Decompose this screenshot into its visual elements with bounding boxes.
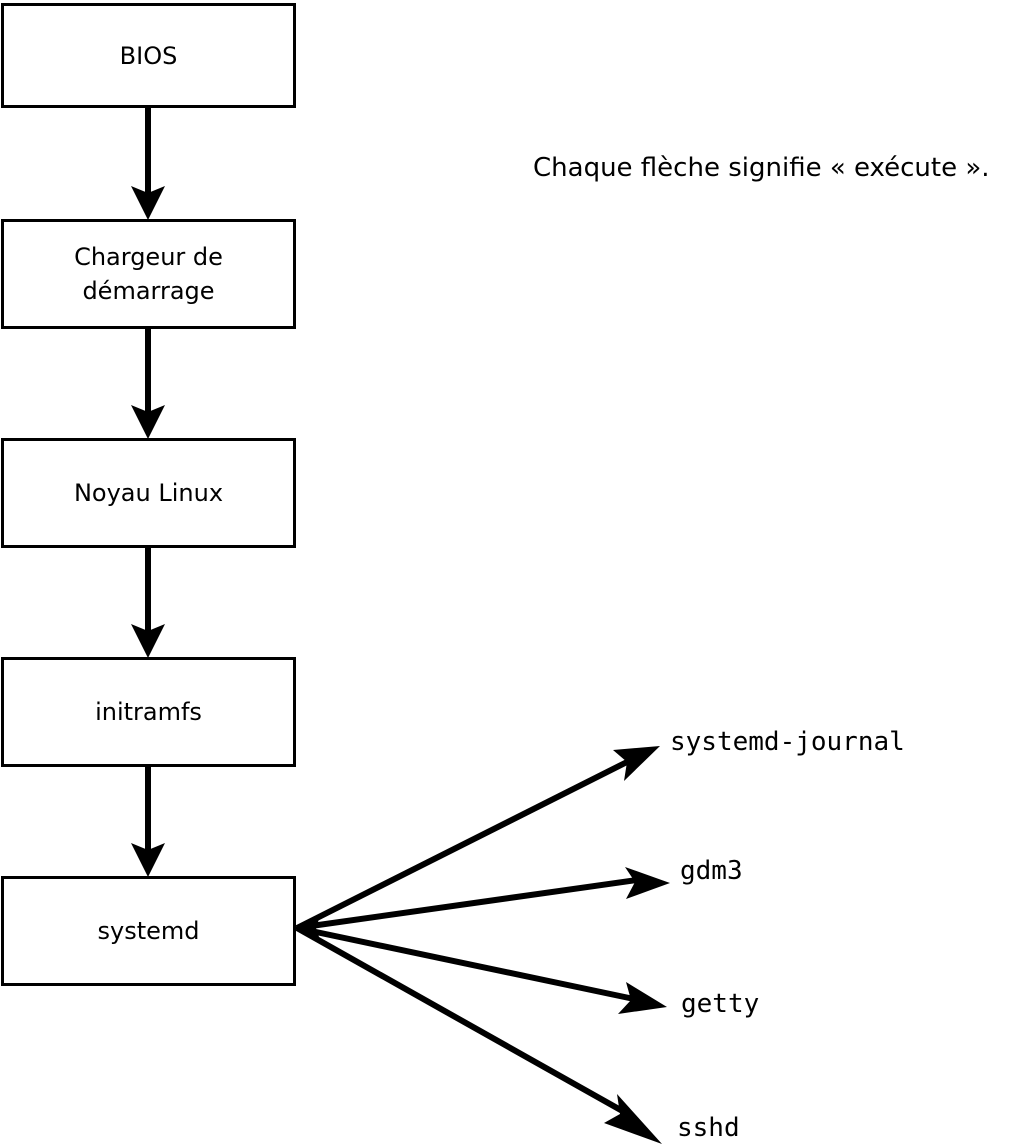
service-label-getty[interactable]: getty — [681, 989, 760, 1019]
arrow-systemd-to-gdm3 — [296, 867, 670, 931]
service-label-gdm3[interactable]: gdm3 — [680, 856, 743, 886]
arrow-systemd-to-sshd — [295, 925, 662, 1144]
node-initramfs[interactable]: initramfs — [1, 657, 296, 767]
service-label-sshd[interactable]: sshd — [677, 1113, 740, 1143]
node-initramfs-label: initramfs — [95, 698, 202, 726]
node-bios-label: BIOS — [119, 41, 178, 70]
diagram-caption: Chaque flèche signifie « exécute ». — [533, 153, 990, 183]
node-systemd[interactable]: systemd — [1, 876, 296, 986]
service-label-systemd-journal[interactable]: systemd-journal — [670, 727, 905, 757]
node-kernel[interactable]: Noyau Linux — [1, 438, 296, 548]
node-bootloader-label: Chargeur de démarrage — [74, 243, 223, 305]
arrow-systemd-to-getty — [296, 925, 667, 1014]
arrow-bootloader-to-kernel — [131, 329, 165, 439]
arrow-systemd-to-systemd-journal — [295, 746, 660, 931]
node-bios[interactable]: BIOS — [1, 3, 296, 108]
arrow-bios-to-bootloader — [131, 108, 165, 220]
arrow-initramfs-to-systemd — [131, 767, 165, 877]
fanout-origin-marker — [293, 916, 320, 940]
arrow-kernel-to-initramfs — [131, 548, 165, 658]
node-systemd-label: systemd — [97, 917, 200, 945]
node-kernel-label: Noyau Linux — [73, 479, 224, 507]
node-bootloader[interactable]: Chargeur de démarrage — [1, 219, 296, 329]
